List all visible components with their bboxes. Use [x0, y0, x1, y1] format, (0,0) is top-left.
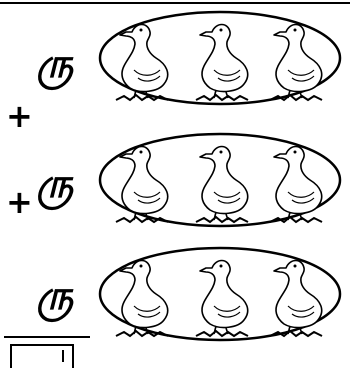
top-border	[0, 2, 350, 4]
plus-sign-row-2: +	[6, 183, 33, 221]
answer-box-mark	[62, 350, 64, 362]
duck-icon	[269, 259, 323, 338]
numeral-row-2: ரு	[36, 160, 74, 207]
duck-group-svg-3	[98, 246, 342, 342]
duck-icon	[115, 259, 169, 338]
duck-icon	[195, 259, 249, 338]
duck-icon	[195, 23, 249, 102]
duck-icon	[195, 145, 249, 224]
duck-group-3	[96, 244, 344, 344]
duck-group-1	[96, 8, 344, 108]
duck-group-svg-2	[98, 132, 342, 228]
answer-box[interactable]	[10, 344, 74, 368]
numeral-row-1: ரு	[36, 40, 74, 87]
duck-group-svg-1	[98, 10, 342, 106]
duck-group-2	[96, 130, 344, 230]
group-ellipse	[98, 246, 342, 342]
group-ellipse	[98, 132, 342, 228]
duck-icon	[115, 145, 169, 224]
duck-icon	[269, 145, 323, 224]
duck-icon	[269, 23, 323, 102]
numeral-row-3: ரு	[36, 272, 74, 319]
sum-line	[4, 336, 90, 338]
duck-icon	[115, 23, 169, 102]
plus-sign-row-1: +	[6, 97, 33, 135]
group-ellipse	[98, 10, 342, 106]
